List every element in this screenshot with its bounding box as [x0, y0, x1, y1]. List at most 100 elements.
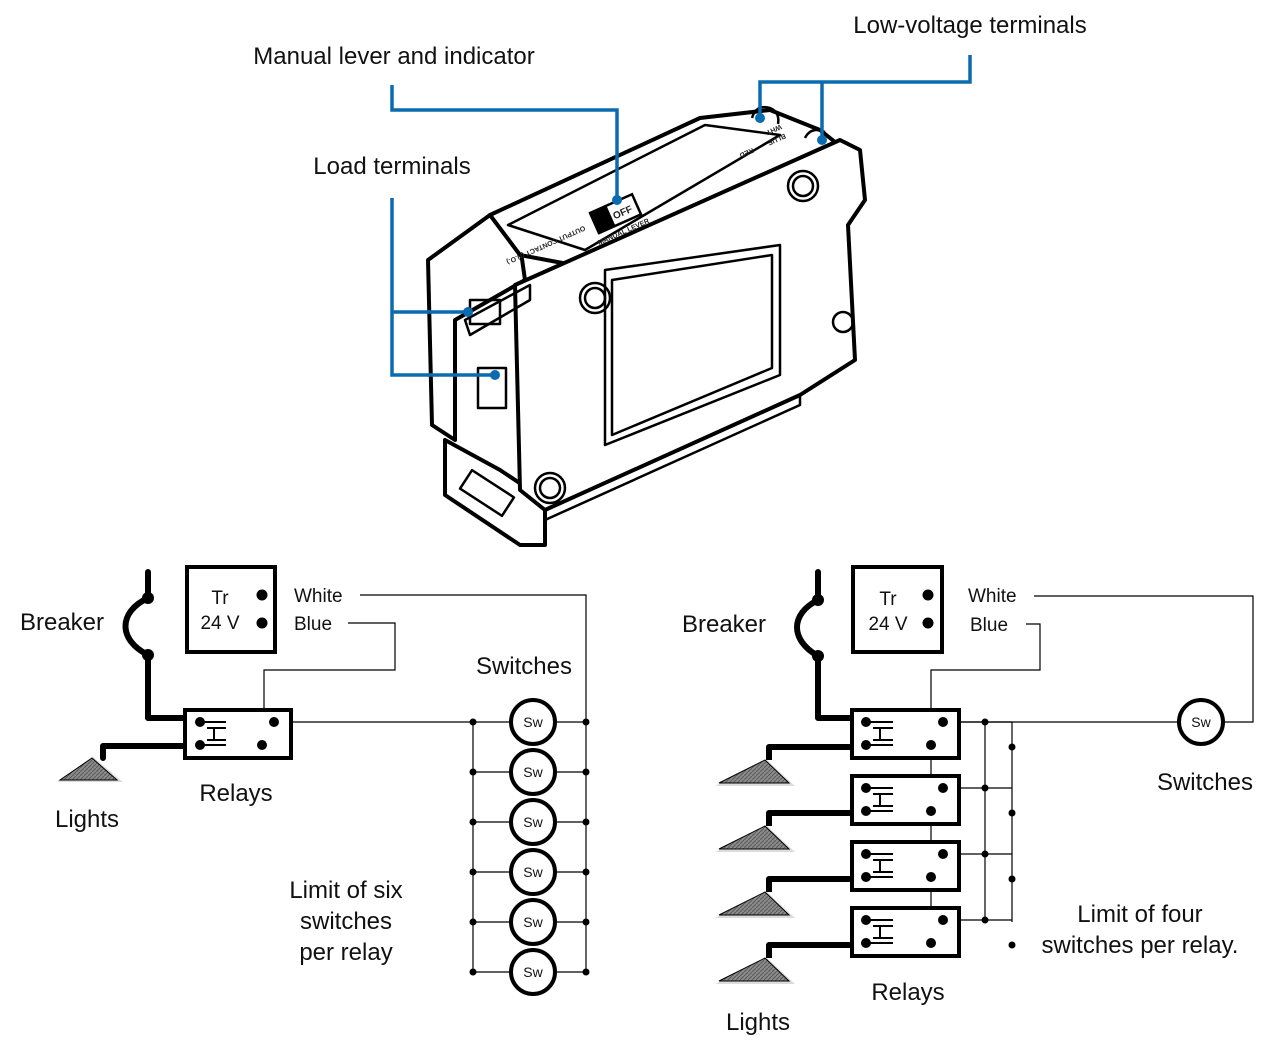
callouts: Low-voltage terminals Manual lever and i…	[253, 12, 1087, 380]
left-switch-symbol: Sw	[523, 914, 543, 930]
right-ground-light	[718, 759, 791, 784]
left-limit-line1: Limit of six	[289, 877, 402, 904]
screw-mid-inner	[583, 286, 607, 310]
left-switch[interactable]: Sw	[469, 848, 590, 896]
right-breaker-dot-bottom	[812, 650, 824, 662]
lv-terminal-left	[750, 105, 780, 125]
left-switch-symbol: Sw	[523, 764, 543, 780]
right-relay-dot	[938, 849, 948, 859]
callout-manual-lever	[390, 85, 619, 200]
left-switch-node-out	[582, 918, 590, 926]
right-relay-contact	[866, 853, 893, 878]
right-switch-symbol: Sw	[1191, 714, 1211, 730]
left-relay-dot1	[195, 717, 205, 727]
left-switch-circle	[509, 848, 557, 896]
left-switch-circle	[509, 948, 557, 996]
screw-bottom-inner	[538, 476, 562, 500]
left-lights-label: Lights	[55, 806, 119, 833]
left-switch-node-in	[469, 818, 477, 826]
right-relay-dot	[861, 717, 871, 727]
left-lights-wire	[100, 743, 191, 761]
callout-manual-lever-dot	[612, 195, 622, 205]
left-switch-symbol: Sw	[523, 714, 543, 730]
left-switch-node-in	[469, 768, 477, 776]
left-switch[interactable]: Sw	[469, 798, 590, 846]
left-tr-terminal-white	[256, 589, 268, 601]
left-switch-node-in	[469, 918, 477, 926]
right-relay-dot	[926, 872, 936, 882]
left-switch-circle	[509, 748, 557, 796]
right-ground-light	[718, 825, 791, 850]
left-switch-symbol: Sw	[523, 864, 543, 880]
left-switch-node-out	[582, 718, 590, 726]
left-switch[interactable]: Sw	[469, 948, 590, 996]
left-white-wire-label: White	[294, 586, 343, 607]
right-lights-label: Lights	[726, 1009, 790, 1036]
left-switch[interactable]: Sw	[469, 698, 590, 746]
device-front-window	[603, 243, 782, 447]
right-switch[interactable]	[1177, 698, 1225, 746]
left-circuit: Breaker Lights Tr 24 V White Blue Relays	[20, 565, 590, 996]
right-switches-label: Switches	[1157, 769, 1253, 796]
right-relays-label: Relays	[871, 979, 944, 1006]
right-relay-stack	[715, 708, 1016, 984]
right-relay-dot	[861, 872, 871, 882]
left-blue-wire-label: Blue	[294, 614, 332, 635]
right-relay	[715, 708, 1016, 786]
right-ground-light	[718, 891, 791, 916]
left-switch[interactable]: Sw	[469, 748, 590, 796]
left-switch-node-out	[582, 868, 590, 876]
left-switches-label: Switches	[476, 653, 572, 680]
right-light-wire	[766, 810, 855, 826]
screw-top-right	[786, 169, 820, 203]
left-switch-node-in	[469, 868, 477, 876]
callout-low-voltage-dot1	[755, 113, 765, 123]
right-relay-dot	[938, 717, 948, 727]
right-limit-line2: switches per relay.	[1042, 932, 1239, 959]
screw-right	[831, 310, 855, 334]
right-relay-dot	[861, 806, 871, 816]
screw-bottom	[533, 471, 567, 505]
right-light-wire	[766, 744, 855, 760]
left-switch-node-out	[582, 968, 590, 976]
left-switch-node-in	[469, 968, 477, 976]
device-front-plate	[513, 138, 867, 512]
right-transformer	[851, 565, 944, 654]
right-blue-wire-label: Blue	[970, 615, 1008, 636]
callout-low-voltage-dot2	[817, 135, 827, 145]
right-transformer-voltage: 24 V	[868, 614, 907, 635]
right-bus-node	[1008, 941, 1016, 949]
left-switch[interactable]: Sw	[469, 898, 590, 946]
right-white-wire-label: White	[968, 586, 1017, 607]
load-terminal-plate	[463, 283, 532, 337]
right-tr-terminal-blue	[922, 617, 934, 629]
right-bus-node	[981, 916, 989, 924]
left-switch-node-out	[582, 768, 590, 776]
right-relay-dot	[861, 938, 871, 948]
right-bus-node	[981, 718, 989, 726]
left-relay-dot4	[257, 740, 267, 750]
right-relay-dot	[926, 938, 936, 948]
right-relay	[715, 840, 1016, 918]
right-bus-node	[1008, 743, 1016, 751]
left-transformer-label: Tr	[211, 588, 229, 609]
callout-load-terminals	[390, 198, 495, 377]
left-white-wire	[360, 594, 587, 972]
device-base-slot	[458, 468, 516, 518]
left-ground-lights	[57, 757, 123, 782]
right-relay-dot	[938, 915, 948, 925]
right-breaker-label: Breaker	[682, 611, 766, 638]
right-relay-dot	[861, 740, 871, 750]
left-relays-label: Relays	[199, 780, 272, 807]
right-relay-dot	[926, 806, 936, 816]
left-transformer-voltage: 24 V	[200, 613, 239, 634]
left-switch-node-out	[582, 818, 590, 826]
right-breaker-dot-top	[812, 594, 824, 606]
right-tr-terminal-white	[922, 589, 934, 601]
left-switch-circle	[509, 698, 557, 746]
right-bus-node	[1008, 809, 1016, 817]
label-load-terminals: Load terminals	[313, 153, 470, 180]
